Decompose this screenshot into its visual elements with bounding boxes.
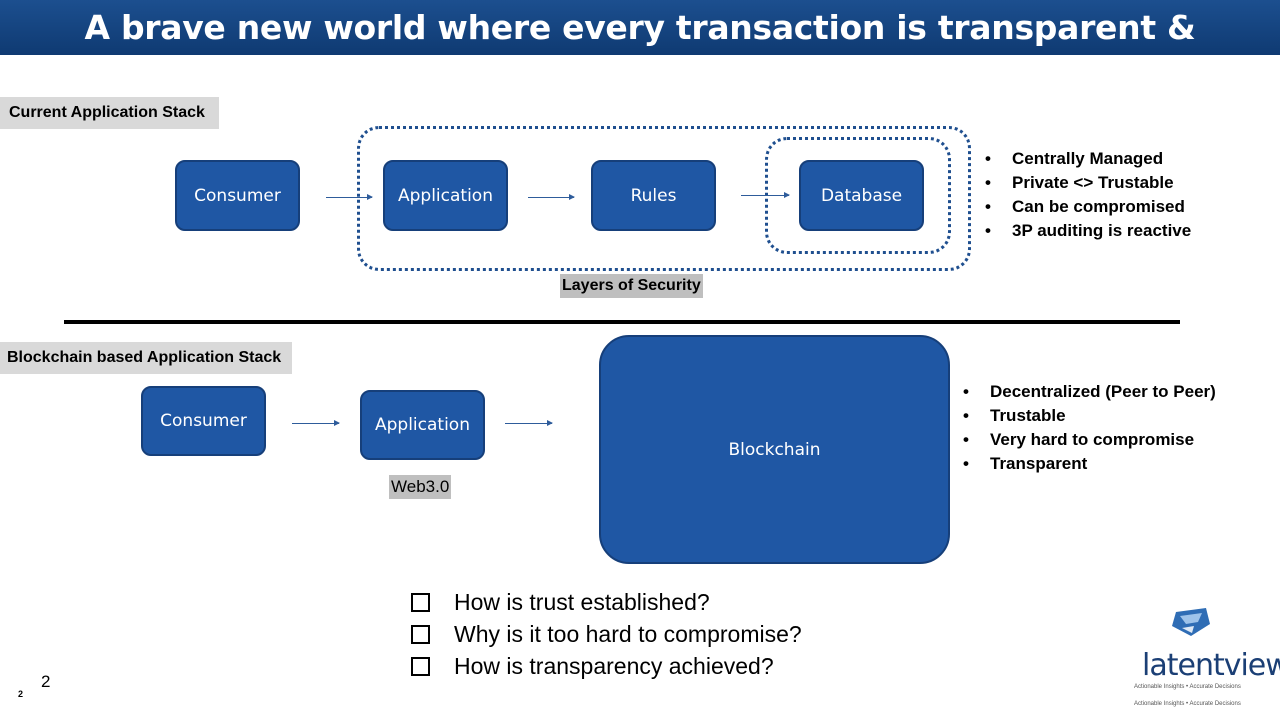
current-database-box: Database <box>799 160 924 231</box>
bullet-item: Very hard to compromise <box>963 428 1216 452</box>
bullet-item: Decentralized (Peer to Peer) <box>963 380 1216 404</box>
question-item: Why is it too hard to compromise? <box>408 618 802 650</box>
current-rules-box: Rules <box>591 160 716 231</box>
web3-label: Web3.0 <box>389 475 452 499</box>
blockchain-stack-label: Blockchain based Application Stack <box>0 342 292 374</box>
current-consumer-box: Consumer <box>175 160 300 231</box>
arrow-application-to-blockchain <box>505 420 553 426</box>
blockchain-stack-bullets: Decentralized (Peer to Peer) Trustable V… <box>963 380 1216 476</box>
slide-title: A brave new world where every transactio… <box>0 0 1280 102</box>
outer-security-layer <box>357 126 971 271</box>
blockchain-application-box: Application <box>360 390 485 460</box>
current-stack-bullets: Centrally Managed Private <> Trustable C… <box>985 147 1191 243</box>
logo-tagline: Actionable Insights • Accurate Decisions <box>1134 701 1241 707</box>
bullet-item: 3P auditing is reactive <box>985 219 1191 243</box>
current-stack-label: Current Application Stack <box>0 97 219 129</box>
page-number-small: 2 <box>18 689 24 699</box>
bullet-item: Centrally Managed <box>985 147 1191 171</box>
blockchain-consumer-box: Consumer <box>141 386 266 456</box>
bullet-item: Can be compromised <box>985 195 1191 219</box>
arrow-consumer-to-application <box>326 194 373 200</box>
arrow-rules-to-database <box>741 192 790 198</box>
question-item: How is trust established? <box>408 586 802 618</box>
logo-tagline: Actionable Insights • Accurate Decisions <box>1134 684 1241 690</box>
logo-wordmark: latentview <box>1142 648 1280 683</box>
questions-list: How is trust established? Why is it too … <box>408 586 802 682</box>
checkbox-icon <box>411 624 430 644</box>
arrow-application-to-rules <box>528 194 575 200</box>
section-divider <box>64 320 1180 324</box>
logo-mark-icon <box>1172 608 1210 636</box>
bullet-item: Trustable <box>963 404 1216 428</box>
current-application-box: Application <box>383 160 508 231</box>
page-number: 2 <box>41 672 51 691</box>
arrow-consumer-to-application <box>292 420 340 426</box>
question-text: How is trust established? <box>454 589 710 615</box>
question-text: How is transparency achieved? <box>454 653 774 679</box>
question-text: Why is it too hard to compromise? <box>454 621 802 647</box>
latentview-logo: latentview Actionable Insights • Accurat… <box>1132 606 1280 710</box>
checkbox-icon <box>411 592 430 612</box>
question-item: How is transparency achieved? <box>408 650 802 682</box>
checkbox-icon <box>411 656 430 676</box>
blockchain-box: Blockchain <box>599 335 950 564</box>
layers-of-security-label: Layers of Security <box>560 274 703 298</box>
bullet-item: Transparent <box>963 452 1216 476</box>
bullet-item: Private <> Trustable <box>985 171 1191 195</box>
